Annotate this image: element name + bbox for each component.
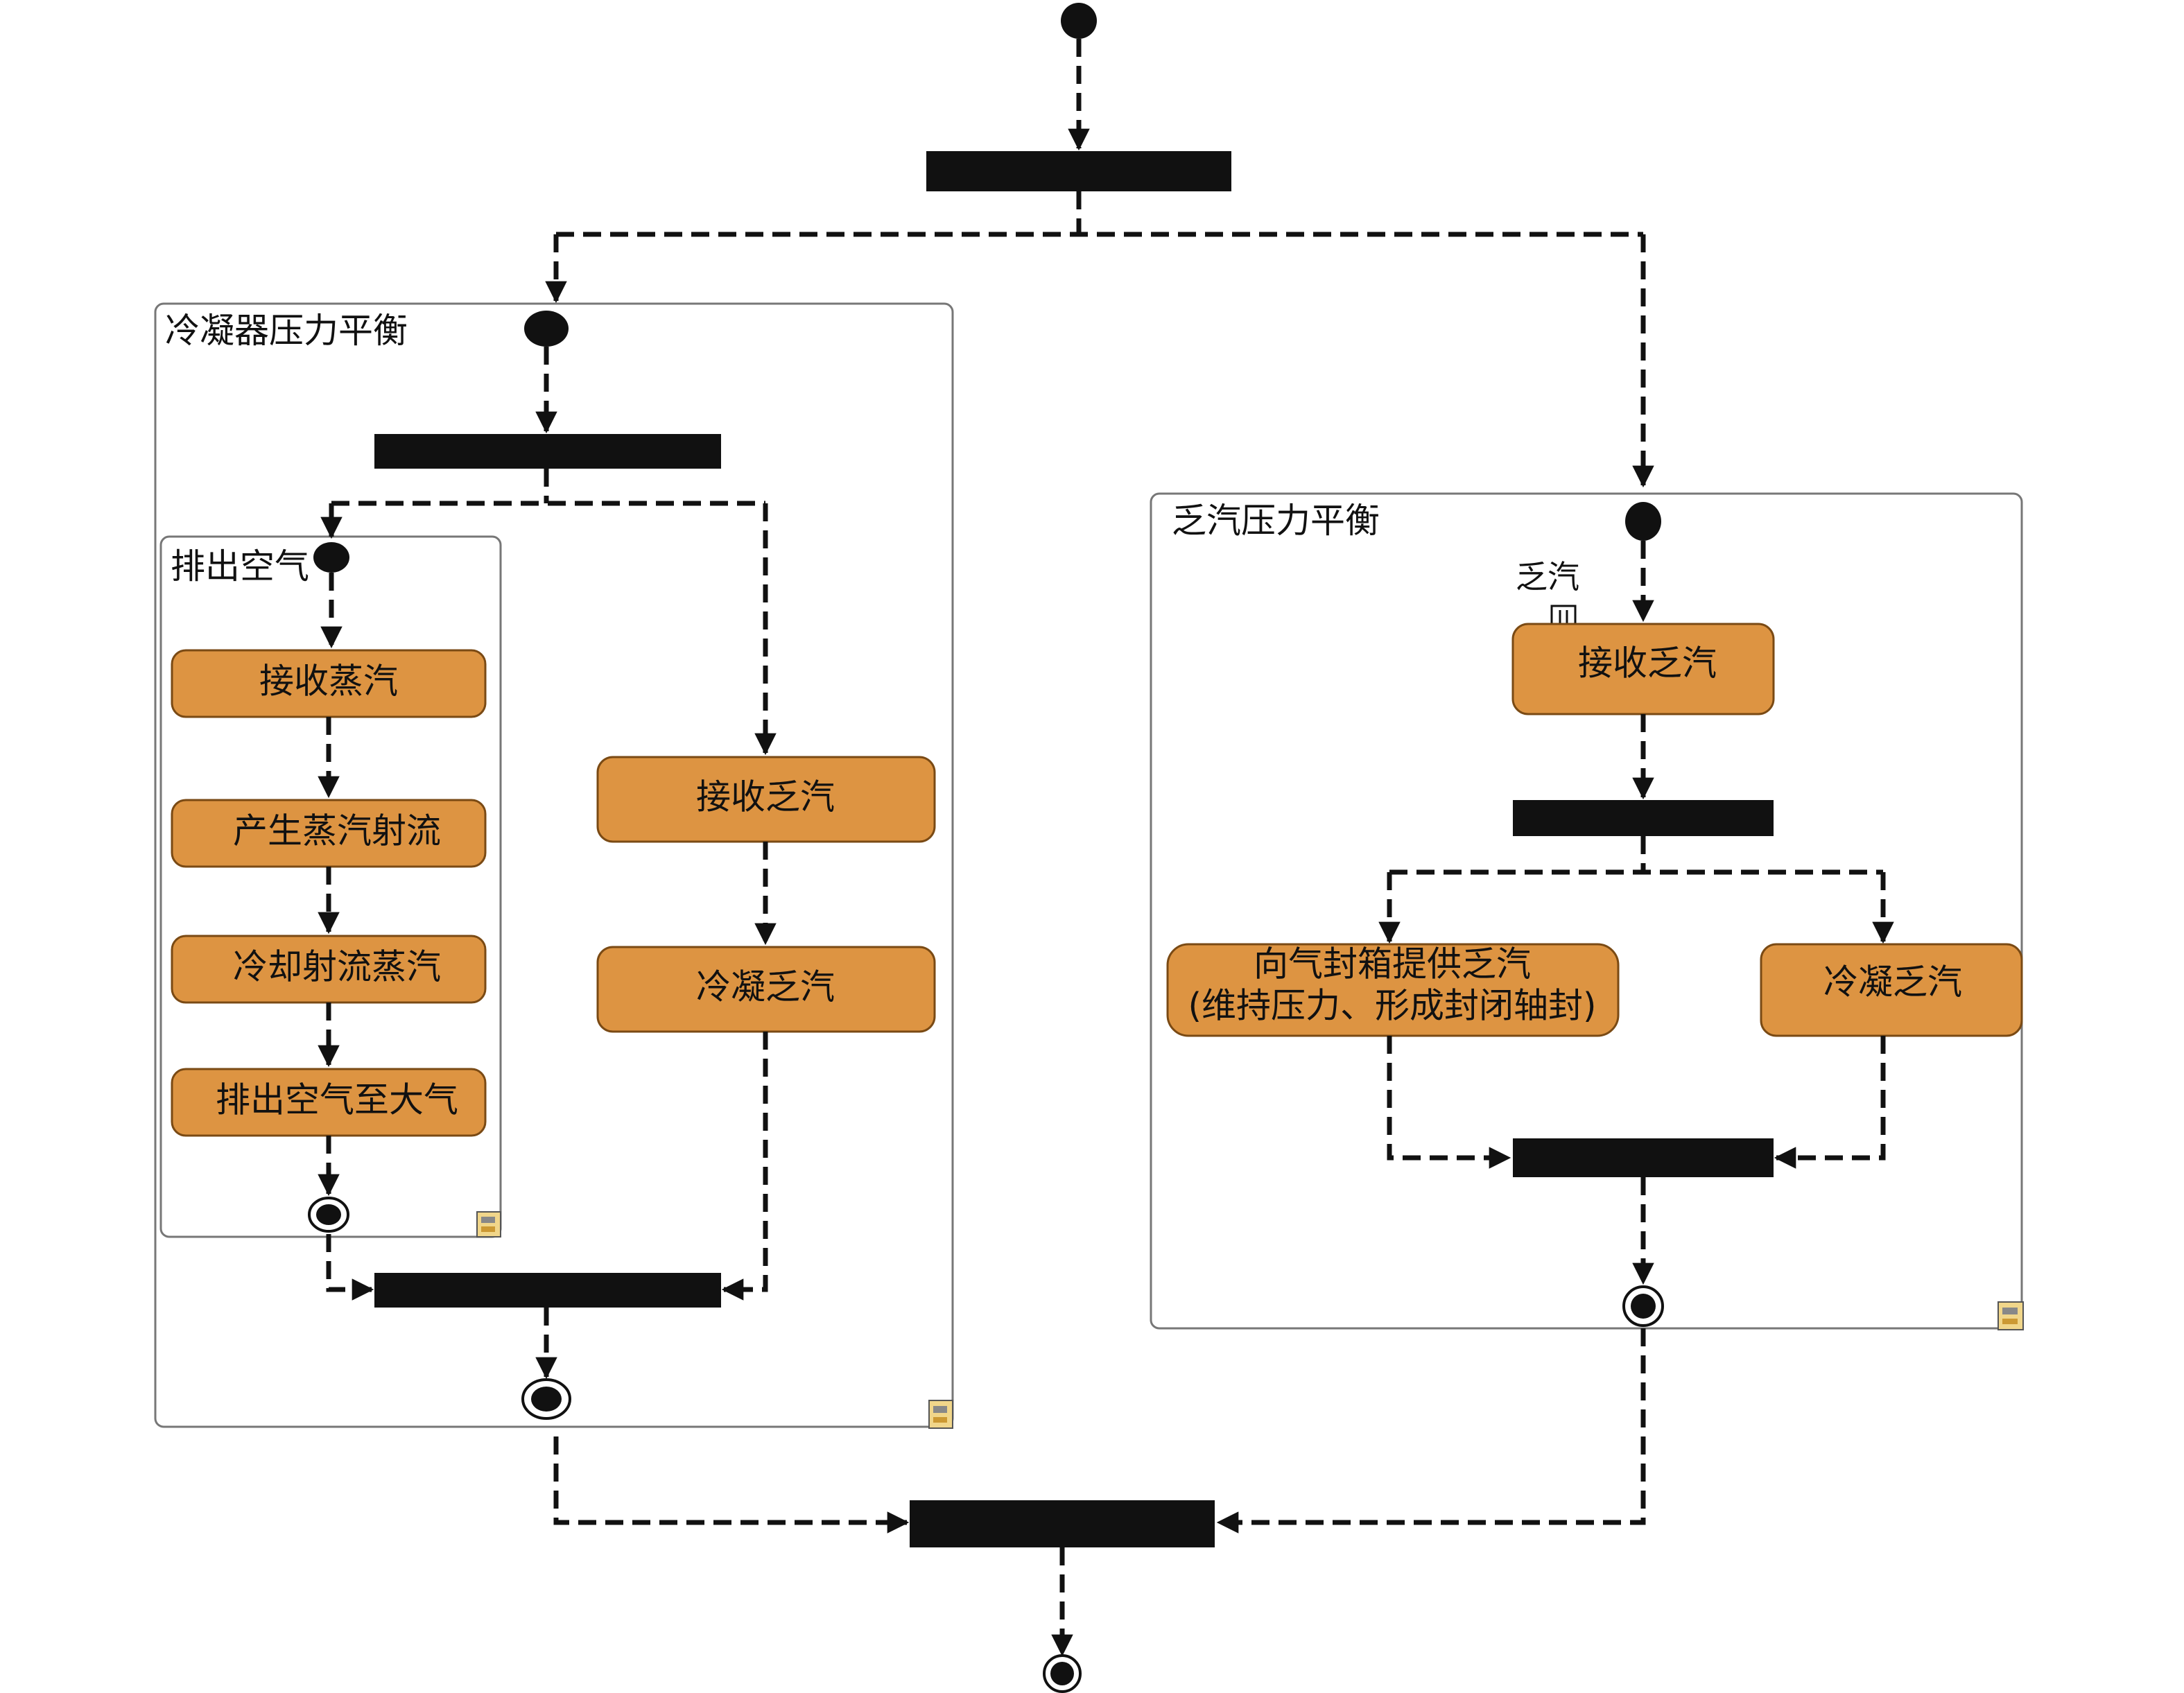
expand-icon[interactable] — [928, 1400, 953, 1429]
activity-label: 接收蒸汽 — [259, 661, 398, 702]
entry-node-exhaust-steam — [1625, 502, 1661, 541]
group-condenser-pressure-balance: 冷凝器压力平衡 — [154, 302, 954, 1429]
activity-label: 冷凝乏汽 — [696, 967, 835, 1007]
group-title-exhaust-air: 排出空气 — [171, 546, 309, 587]
entry-node-condenser — [524, 311, 569, 347]
activity-cond-condense-exhaust[interactable]: 冷凝乏汽 — [596, 946, 936, 1033]
fork-bar-top — [926, 151, 1231, 191]
exit-node-exhaust-air — [308, 1197, 349, 1233]
final-node — [1043, 1654, 1082, 1693]
expand-icon[interactable] — [476, 1211, 501, 1238]
activity-label: 冷却射流蒸汽 — [233, 947, 441, 987]
exit-node-condenser — [521, 1378, 571, 1420]
activity-receive-steam[interactable]: 接收蒸汽 — [171, 649, 487, 718]
fork-bar-condenser — [374, 434, 721, 469]
group-title-exhaust-steam: 乏汽压力平衡 — [1172, 501, 1380, 541]
activity-right-condense-exhaust[interactable]: 冷凝乏汽 — [1760, 943, 2023, 1037]
expand-icon[interactable] — [1997, 1301, 2024, 1330]
initial-node — [1061, 3, 1097, 39]
flow-exhaust-to-final-join — [1216, 1328, 1646, 1534]
activity-right-receive-exhaust[interactable]: 接收乏汽 — [1511, 623, 1775, 715]
activity-cond-receive-exhaust[interactable]: 接收乏汽 — [596, 756, 936, 843]
flow-supply-seal-to-join — [1387, 1036, 1511, 1169]
join-bar-exhaust — [1513, 1138, 1774, 1177]
activity-label: 排出空气至大气 — [216, 1080, 458, 1120]
activity-label: 接收乏汽 — [696, 777, 835, 817]
pin-label: 乏汽 — [1516, 558, 1579, 596]
activity-supply-seal[interactable]: 向气封箱提供乏汽 (维持压力、形成封闭轴封) — [1166, 943, 1620, 1037]
activity-label: 冷凝乏汽 — [1823, 962, 1962, 1002]
flow-condenser-to-final-join — [553, 1436, 910, 1534]
activity-label-line1: 向气封箱提供乏汽 — [1254, 944, 1531, 984]
activity-label: 产生蒸汽射流 — [233, 811, 441, 851]
entry-node-exhaust-air — [313, 542, 349, 573]
join-bar-final — [910, 1500, 1215, 1547]
group-title-condenser: 冷凝器压力平衡 — [165, 311, 408, 351]
flow-exhaust-air-to-join — [326, 1234, 374, 1301]
activity-produce-jet[interactable]: 产生蒸汽射流 — [171, 799, 487, 868]
fork-bar-exhaust — [1513, 800, 1774, 836]
flow-right-condense-to-join — [1774, 1036, 1886, 1169]
activity-label-line2: (维持压力、形成封闭轴封) — [1188, 986, 1596, 1026]
join-bar-condenser — [374, 1273, 721, 1308]
activity-vent-air[interactable]: 排出空气至大气 — [171, 1068, 487, 1137]
activity-cool-jet[interactable]: 冷却射流蒸汽 — [171, 935, 487, 1004]
group-exhaust-steam-pressure-balance: 乏汽压力平衡 — [1150, 492, 2024, 1330]
flow-condense-to-join — [721, 1032, 768, 1301]
exit-node-exhaust-steam — [1622, 1285, 1664, 1327]
activity-label: 接收乏汽 — [1578, 643, 1717, 684]
